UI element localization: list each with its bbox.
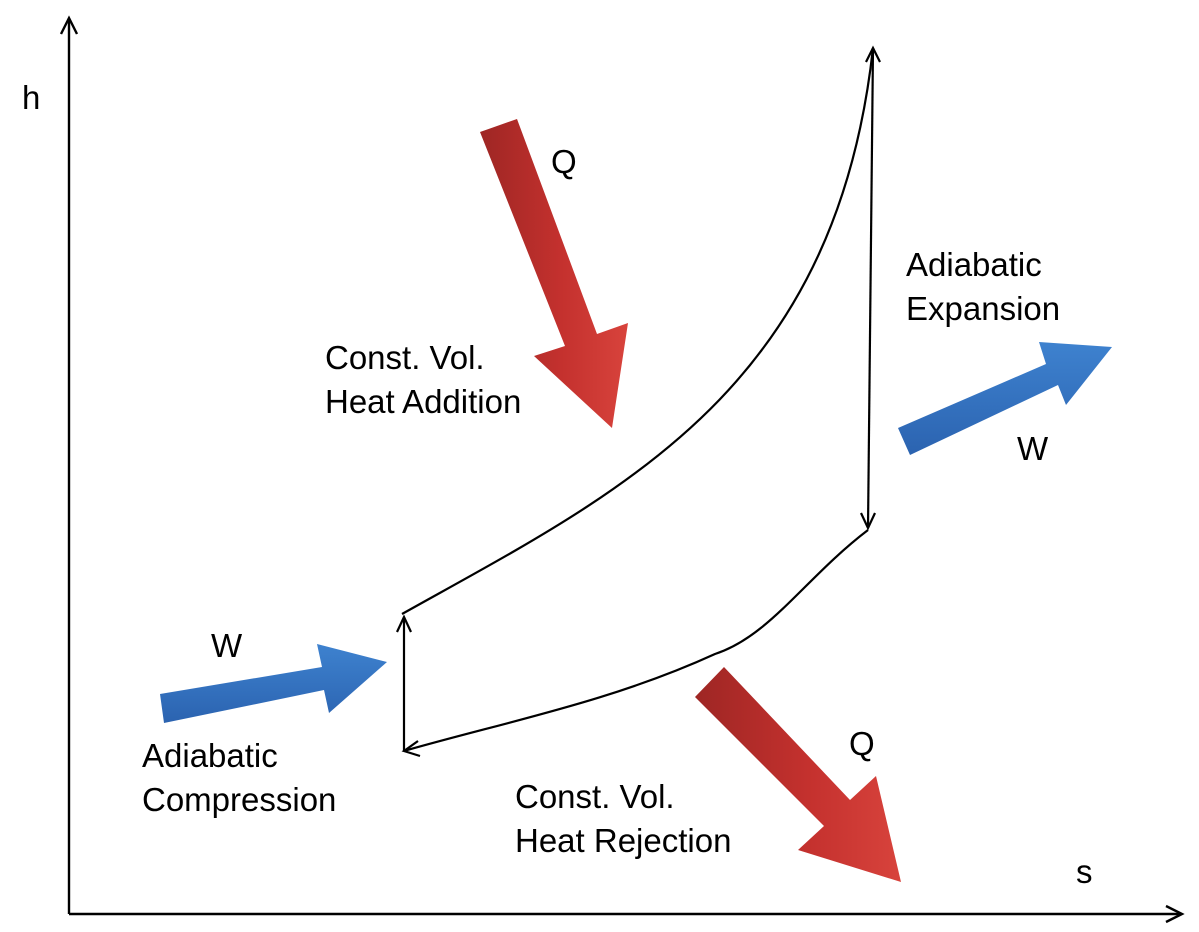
heat-rejection-label: Const. Vol. Heat Rejection	[515, 775, 731, 863]
work-out-arrow	[898, 342, 1112, 455]
work-out-label: W	[1017, 430, 1049, 467]
heat-out-label: Q	[849, 725, 875, 762]
heat-out-arrow	[695, 667, 901, 882]
expansion-top-arrowhead	[865, 45, 881, 63]
heat-rejection-curve	[403, 529, 869, 753]
expansion-line-1: Adiabatic	[906, 246, 1042, 283]
compression-line-1: Adiabatic	[142, 737, 278, 774]
work-in-label: W	[211, 627, 243, 664]
expansion-label: Adiabatic Expansion	[906, 243, 1060, 331]
expansion-line-2: Expansion	[906, 290, 1061, 327]
y-axis-label: h	[22, 79, 41, 116]
x-axis-label: s	[1076, 853, 1093, 890]
heat-in-label: Q	[551, 143, 577, 180]
heat-addition-line-2: Heat Addition	[325, 383, 522, 420]
heat-addition-line-1: Const. Vol.	[325, 339, 485, 376]
compression-label: Adiabatic Compression	[142, 734, 336, 822]
heat-rejection-line-1: Const. Vol.	[515, 778, 675, 815]
heat-addition-curve	[401, 47, 875, 615]
cycle-path	[396, 45, 881, 758]
heat-addition-label: Const. Vol. Heat Addition	[325, 336, 521, 424]
expansion-arrowhead	[860, 512, 876, 531]
heat-in-arrow	[480, 119, 628, 428]
x-axis	[69, 904, 1185, 924]
compression-arrowhead	[396, 614, 412, 633]
heat-rejection-line-2: Heat Rejection	[515, 822, 732, 859]
work-in-arrow	[160, 644, 387, 723]
compression-line-2: Compression	[142, 781, 337, 818]
expansion-line	[866, 47, 875, 529]
y-axis	[59, 15, 79, 914]
